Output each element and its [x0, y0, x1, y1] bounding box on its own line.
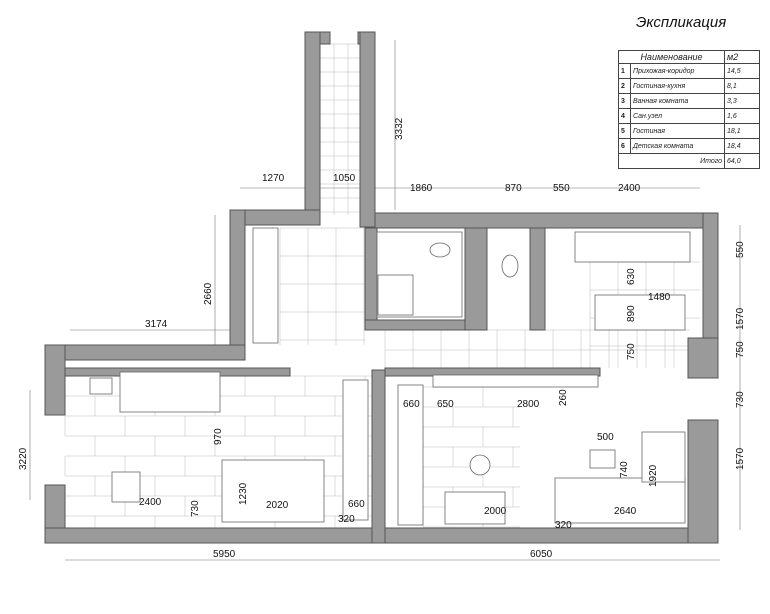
dim-870: 870 [505, 183, 522, 194]
room-number: 2 [618, 78, 631, 94]
room-name: Гостиная-кухня [630, 78, 725, 94]
dim-730-right: 730 [735, 391, 746, 408]
room-number: 3 [618, 93, 631, 109]
dim-2400: 2400 [139, 497, 162, 508]
dim-3174: 3174 [145, 319, 168, 330]
room-area: 1,6 [724, 108, 760, 124]
dim-970: 970 [213, 428, 224, 445]
dim-730: 730 [190, 500, 201, 517]
room-name: Сан.узел [630, 108, 725, 124]
room-area: 3,3 [724, 93, 760, 109]
room-area: 18,4 [724, 138, 760, 154]
room-name: Прихожая-коридор [630, 63, 725, 79]
wardrobe-kids [342, 379, 369, 521]
dim-1860: 1860 [410, 183, 433, 194]
room-area: 18,1 [724, 123, 760, 139]
dim-500: 500 [597, 432, 614, 443]
room-area: 8,1 [724, 78, 760, 94]
dim-1230: 1230 [238, 482, 249, 505]
room-number: 4 [618, 108, 631, 124]
explication-title: Экспликация [636, 14, 727, 31]
dim-2660: 2660 [203, 282, 214, 305]
shower-icon [377, 274, 414, 316]
room-number: 1 [618, 63, 631, 79]
bed [221, 459, 325, 523]
room-name: Детская комната [630, 138, 725, 154]
coffee-table [589, 449, 616, 469]
dim-750-kitchen: 750 [626, 343, 637, 360]
dim-630: 630 [626, 268, 637, 285]
wardrobe [397, 384, 424, 526]
dim-550: 550 [553, 183, 570, 194]
walls [44, 31, 719, 544]
room-number: 6 [618, 138, 631, 154]
dim-1570-right: 1570 [735, 307, 746, 330]
dim-2800: 2800 [517, 399, 540, 410]
dim-660: 660 [403, 399, 420, 410]
room-number: 5 [618, 123, 631, 139]
total-value: 64,0 [724, 153, 760, 169]
dim-1270: 1270 [262, 173, 285, 184]
dim-660-kids: 660 [348, 499, 365, 510]
dim-1920: 1920 [648, 464, 659, 487]
hall-wardrobe [252, 227, 279, 344]
dim-890: 890 [626, 305, 637, 322]
dim-2020: 2020 [266, 500, 289, 511]
dim-320: 320 [338, 514, 355, 525]
dim-1570-right-2: 1570 [735, 447, 746, 470]
dim-2000: 2000 [484, 506, 507, 517]
sofa [554, 477, 686, 524]
header-unit: м2 [724, 50, 760, 64]
dim-2400-top: 2400 [618, 183, 641, 194]
room-name: Гостиная [630, 123, 725, 139]
tv-unit [432, 374, 599, 388]
dim-550-right: 550 [735, 241, 746, 258]
dim-650: 650 [437, 399, 454, 410]
toilet-icon [501, 254, 519, 278]
furniture [89, 227, 691, 526]
dim-3332: 3332 [394, 117, 405, 140]
header-name: Наименование [618, 50, 725, 64]
dim-1050: 1050 [333, 173, 356, 184]
total-label: Итого [618, 153, 725, 169]
dim-3220: 3220 [18, 447, 29, 470]
dim-2640: 2640 [614, 506, 637, 517]
room-area: 14,5 [724, 63, 760, 79]
dining-table [594, 294, 686, 331]
room-name: Ванная комната [630, 93, 725, 109]
dim-750-right: 750 [735, 341, 746, 358]
bed-sofa [119, 371, 221, 413]
kitchen-counter [574, 231, 691, 263]
chair-icon [469, 454, 491, 476]
dim-1480: 1480 [648, 292, 671, 303]
desk [444, 491, 506, 525]
dimension-labels: 1270 1050 1860 870 550 2400 3174 5950 60… [18, 117, 746, 560]
dim-260: 260 [558, 389, 569, 406]
dim-740: 740 [619, 461, 630, 478]
dim-5950: 5950 [213, 549, 236, 560]
dim-6050: 6050 [530, 549, 553, 560]
sink-icon [429, 242, 451, 258]
dim-320-living: 320 [555, 520, 572, 531]
armchair-icon [111, 471, 141, 503]
